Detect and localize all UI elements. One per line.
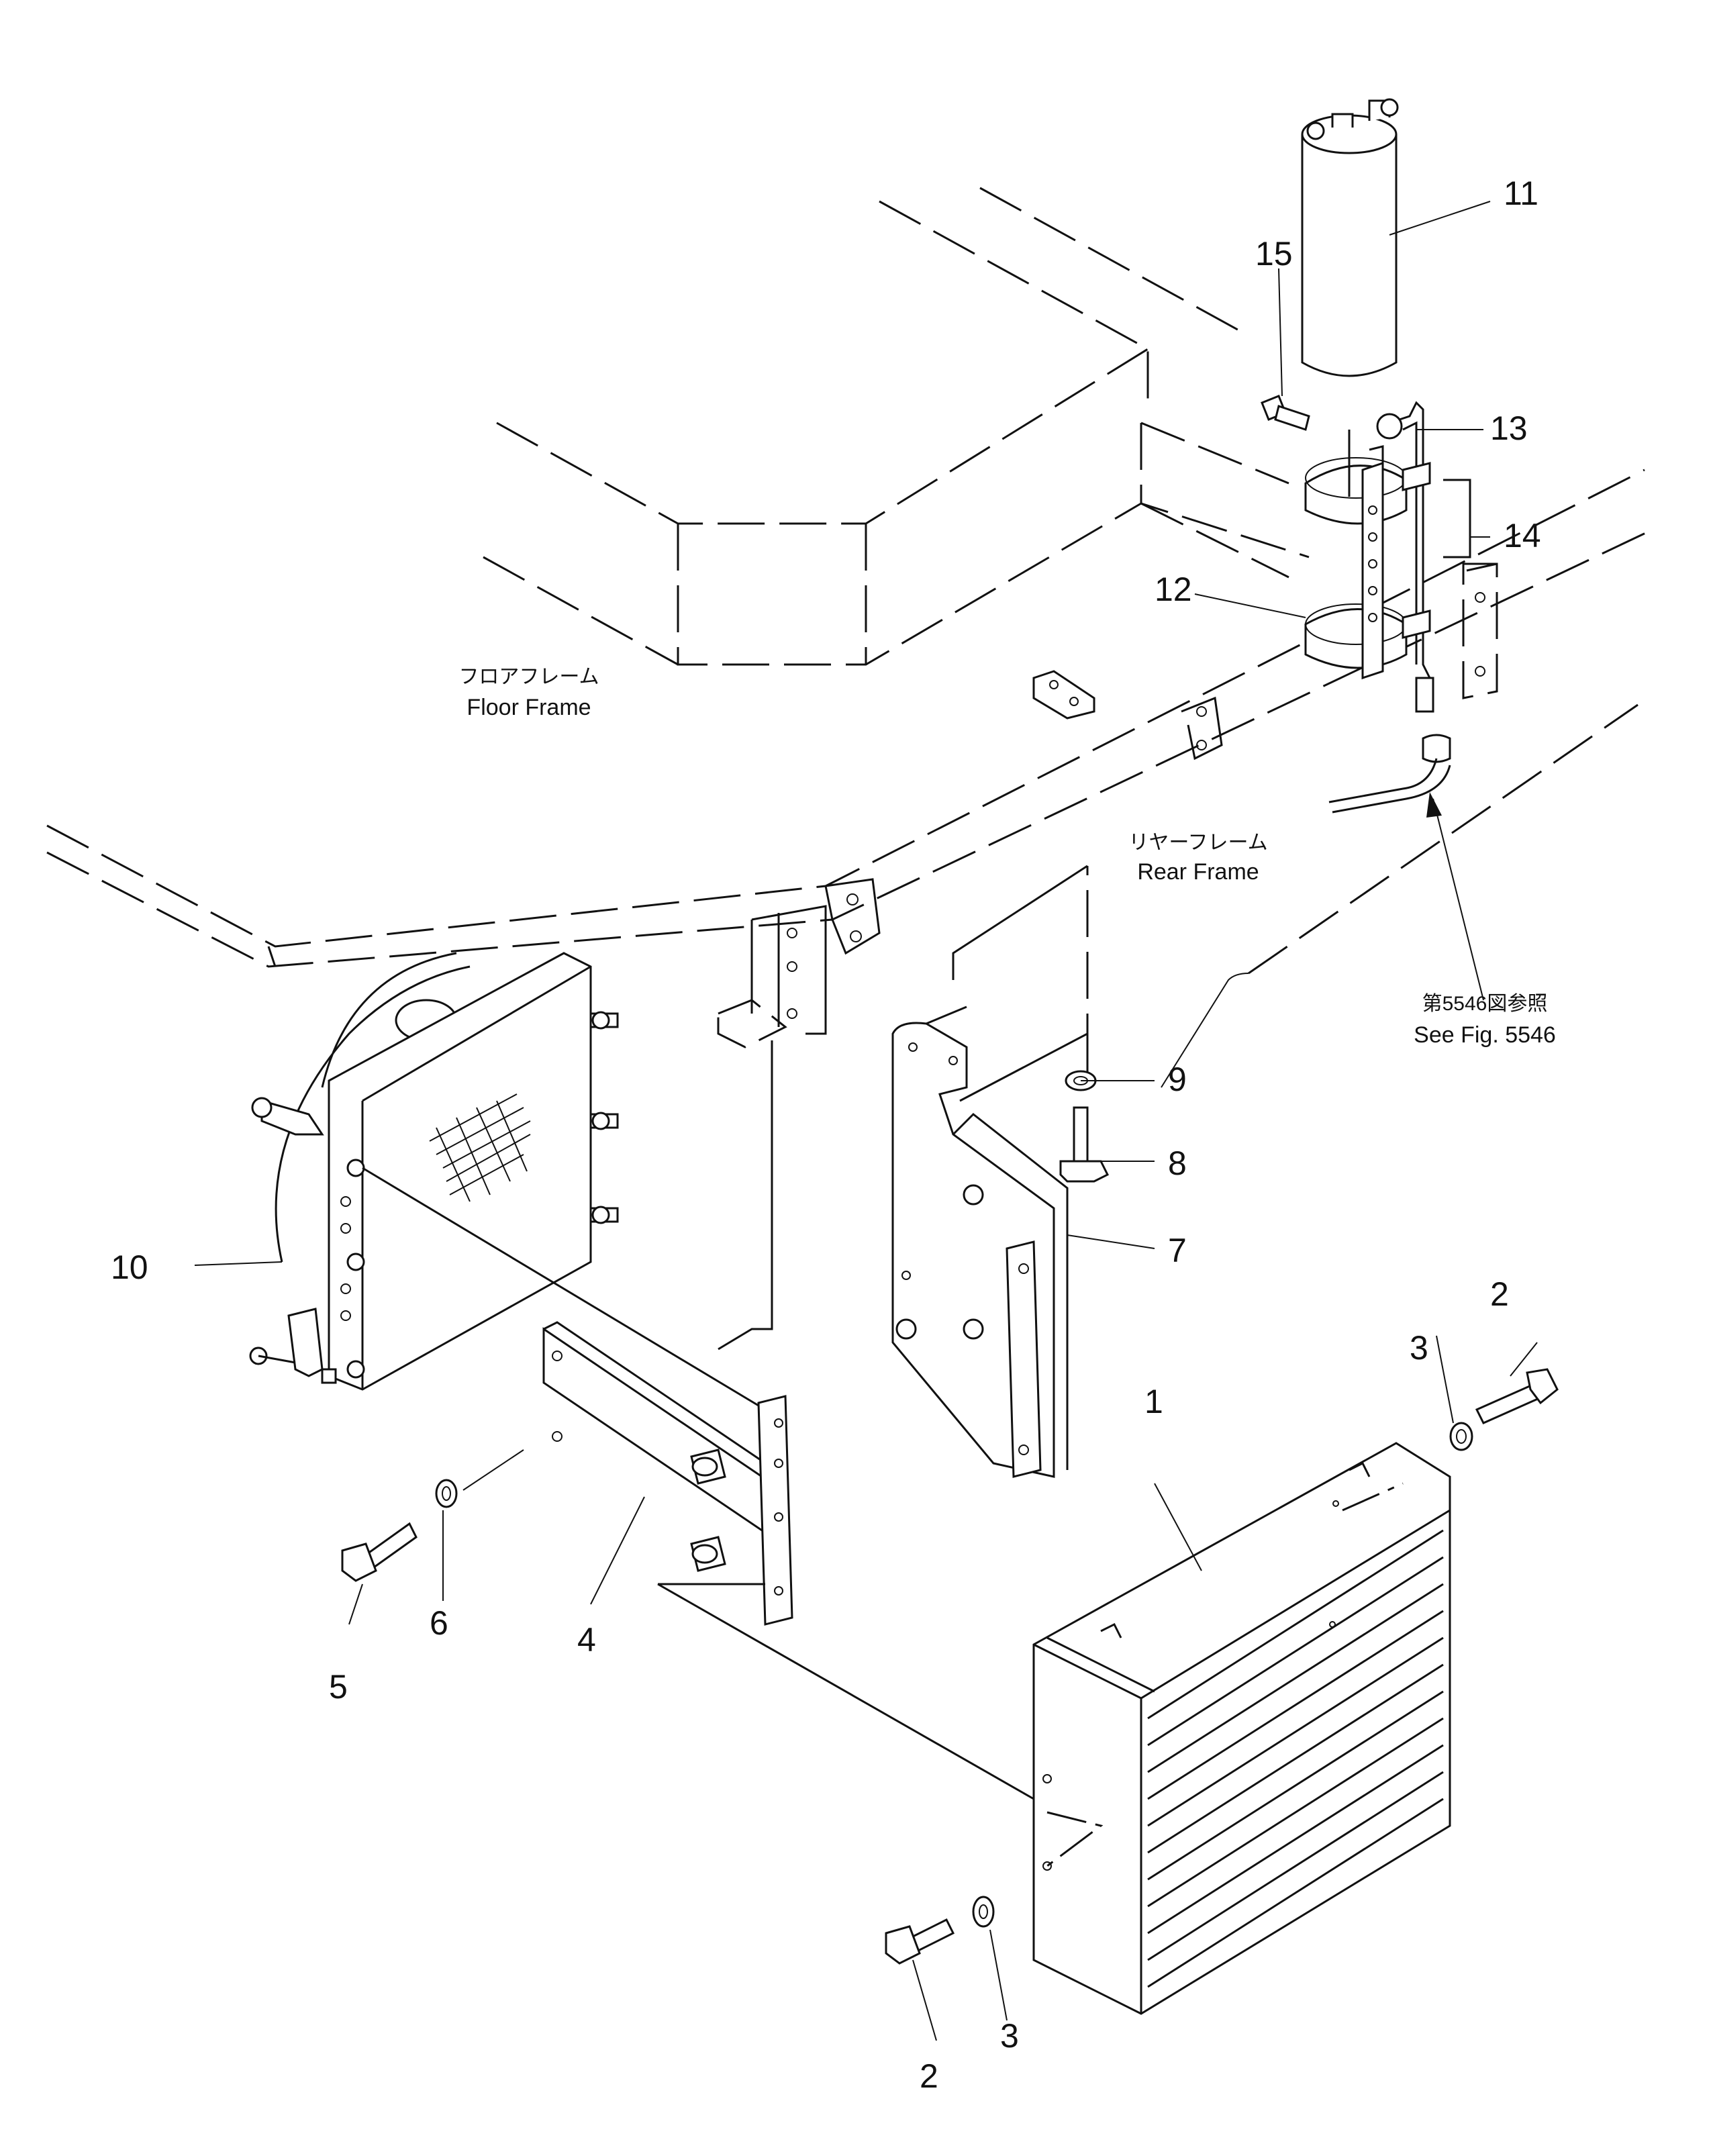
pipe-assembly	[1328, 401, 1498, 814]
receiver-tank	[1301, 98, 1399, 377]
callout-11: 11	[1504, 175, 1538, 212]
callout-6: 6	[430, 1604, 448, 1642]
rear-frame-drawing	[46, 469, 1652, 1048]
bracket-7	[891, 865, 1089, 1478]
rear-frame-label-en: Rear Frame	[1137, 859, 1259, 885]
bolt-5	[341, 1522, 418, 1582]
callout-3-upper: 3	[1410, 1329, 1428, 1367]
bolt-2-upper	[1475, 1368, 1559, 1424]
mesh-grid	[429, 1093, 531, 1202]
floor-frame-drawing	[483, 187, 1310, 666]
callout-2-upper: 2	[1490, 1275, 1509, 1313]
callout-5: 5	[329, 1668, 348, 1706]
bolt-15	[1261, 395, 1310, 431]
callout-14: 14	[1504, 517, 1541, 554]
part-callouts: 11 15 13 14 12 9 8 7 10 2 3 1 6 4 5 3 2	[111, 175, 1541, 2095]
callout-2-lower: 2	[920, 2057, 938, 2095]
condenser-fins	[1147, 1529, 1444, 1988]
callout-3-lower: 3	[1000, 2017, 1019, 2055]
bracket-4	[542, 1321, 1034, 1800]
washer-3-upper	[1449, 1422, 1473, 1451]
bolt-2-lower	[885, 1918, 955, 1965]
callout-1: 1	[1144, 1383, 1163, 1420]
washer-3-lower	[972, 1896, 995, 1928]
washer-6	[435, 1479, 458, 1508]
callout-13: 13	[1490, 409, 1528, 447]
callout-4: 4	[577, 1621, 596, 1659]
rear-frame-label-jp: リヤーフレーム	[1128, 832, 1267, 854]
condenser-fan	[249, 952, 773, 1411]
reference-label-jp: 第5546図参照	[1422, 993, 1548, 1015]
frame-labels: フロアフレーム Floor Frame リヤーフレーム Rear Frame 第…	[458, 666, 1555, 1048]
floor-frame-label-jp: フロアフレーム	[458, 666, 599, 688]
callout-15: 15	[1255, 235, 1293, 273]
bolt-8	[1059, 1106, 1110, 1183]
callout-8: 8	[1168, 1144, 1187, 1182]
reference-label-en: See Fig. 5546	[1414, 1022, 1556, 1048]
callout-10: 10	[111, 1248, 148, 1286]
callout-12: 12	[1155, 571, 1192, 608]
condenser-unit	[1032, 1442, 1451, 2015]
callout-9: 9	[1168, 1061, 1187, 1098]
callout-7: 7	[1168, 1232, 1187, 1269]
leader-lines	[194, 201, 1639, 2041]
tank-bracket	[1304, 430, 1408, 680]
floor-frame-label-en: Floor Frame	[467, 695, 591, 720]
